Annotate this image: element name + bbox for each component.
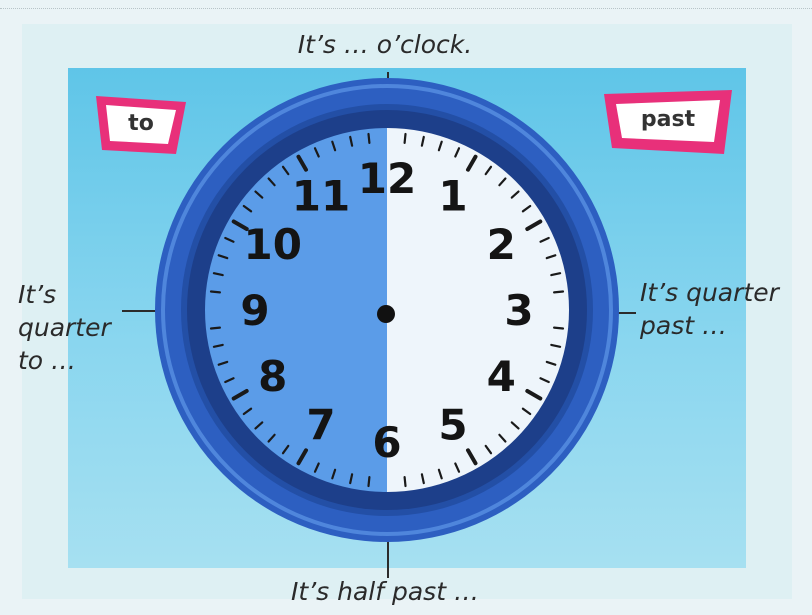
clock-center-dot	[377, 305, 395, 323]
tag-past: past	[602, 88, 734, 156]
clock-tick	[369, 477, 370, 486]
label-quarter-to-line: quarter	[18, 311, 111, 344]
clock-tick	[554, 328, 563, 329]
clock-tick	[405, 477, 406, 486]
clock-numeral: 1	[438, 172, 467, 221]
clock-numeral: 4	[487, 352, 516, 401]
clock-numeral: 9	[240, 286, 269, 335]
clock-numeral: 12	[358, 154, 416, 203]
clock-tick	[405, 134, 406, 143]
label-quarter-to-line: It’s	[18, 278, 111, 311]
label-quarter-past: It’s quarter past …	[640, 276, 779, 342]
label-half-past: It’s half past …	[0, 575, 770, 608]
clock-tick	[554, 292, 563, 293]
clock-numeral: 8	[258, 352, 287, 401]
tag-to-label: to	[128, 111, 154, 136]
clock-tick	[369, 134, 370, 143]
clock-numeral: 5	[438, 400, 467, 449]
label-oclock: It’s … o’clock.	[0, 28, 770, 61]
tag-past-label: past	[641, 107, 695, 132]
tag-to: to	[92, 92, 190, 160]
clock-tick	[211, 292, 220, 293]
label-quarter-to-line: to …	[18, 344, 111, 377]
clock-numeral: 11	[292, 172, 350, 221]
clock-numeral: 2	[487, 220, 516, 269]
clock-numeral: 3	[504, 286, 533, 335]
label-quarter-past-line: It’s quarter	[640, 276, 779, 309]
clock-numeral: 10	[243, 220, 301, 269]
clock-numeral: 6	[372, 418, 401, 467]
label-quarter-to: It’s quarter to …	[18, 278, 111, 377]
clock-tick	[211, 328, 220, 329]
clock-numeral: 7	[306, 400, 335, 449]
label-quarter-past-line: past …	[640, 309, 779, 342]
